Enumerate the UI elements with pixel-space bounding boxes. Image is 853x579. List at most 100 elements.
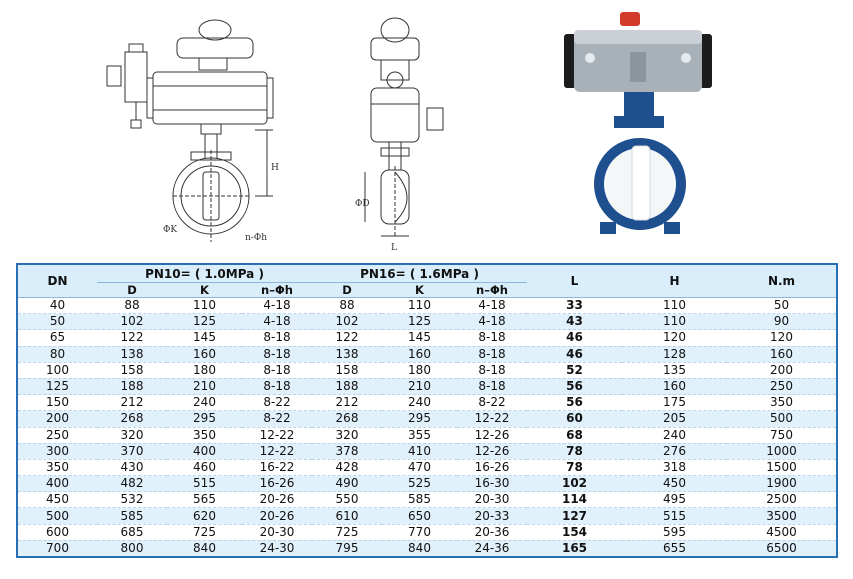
limit-switch-box-icon <box>176 19 254 71</box>
cell-pn16-nh: 4-18 <box>457 313 527 331</box>
cell-h: 110 <box>622 297 727 315</box>
cell-pn16-k: 470 <box>382 459 457 477</box>
cell-pn16-k: 240 <box>382 394 457 412</box>
cell-h: 160 <box>622 378 727 396</box>
label-n-phi-h: n-Φh <box>245 233 267 243</box>
cell-pn10-d: 188 <box>97 378 167 396</box>
cell-pn16-k: 180 <box>382 362 457 379</box>
valve-neck-icon <box>190 123 232 161</box>
cell-pn10-k: 145 <box>167 329 242 347</box>
cell-dn: 40 <box>17 297 97 315</box>
cell-dn: 80 <box>17 346 97 363</box>
cell-l: 33 <box>527 297 622 315</box>
label-l: L <box>391 243 397 253</box>
cell-dn: 50 <box>17 313 97 331</box>
cell-l: 60 <box>527 410 622 428</box>
cell-pn16-nh: 8-18 <box>457 378 527 396</box>
cell-pn10-nh: 8-18 <box>242 378 312 396</box>
cell-h: 205 <box>622 410 727 428</box>
cell-dn: 500 <box>17 507 97 525</box>
subheader-pn16-d: D <box>312 282 382 298</box>
cell-pn16-k: 160 <box>382 346 457 363</box>
cell-pn10-d: 88 <box>97 297 167 315</box>
cell-pn16-nh: 12-26 <box>457 427 527 444</box>
cell-pn10-nh: 8-22 <box>242 410 312 428</box>
cell-pn10-nh: 20-26 <box>242 507 312 525</box>
valve-product-photo <box>560 12 720 242</box>
cell-pn16-d: 158 <box>312 362 382 379</box>
cell-pn16-k: 295 <box>382 410 457 428</box>
header-h: H <box>622 264 727 298</box>
cell-nm: 4500 <box>727 524 837 541</box>
cell-pn10-d: 122 <box>97 329 167 347</box>
subheader-pn10-k: K <box>167 282 242 298</box>
cell-nm: 1900 <box>727 475 837 493</box>
filter-regulator-icon <box>106 43 148 129</box>
cell-h: 110 <box>622 313 727 331</box>
cell-pn10-nh: 4-18 <box>242 313 312 331</box>
cell-l: 78 <box>527 443 622 460</box>
cell-pn16-nh: 8-18 <box>457 329 527 347</box>
cell-pn10-nh: 20-30 <box>242 524 312 541</box>
cell-pn10-nh: 12-22 <box>242 443 312 460</box>
cell-pn10-d: 158 <box>97 362 167 379</box>
subheader-pn10-nh: n–Φh <box>242 282 312 298</box>
cell-l: 114 <box>527 491 622 509</box>
header-pn10: PN10= ( 1.0MPa ) <box>97 264 312 283</box>
cell-h: 655 <box>622 540 727 558</box>
header-dn: DN <box>17 264 97 298</box>
cell-nm: 750 <box>727 427 837 444</box>
cell-pn16-nh: 8-18 <box>457 346 527 363</box>
cell-pn10-k: 460 <box>167 459 242 477</box>
cell-h: 240 <box>622 427 727 444</box>
cell-nm: 200 <box>727 362 837 379</box>
cell-l: 165 <box>527 540 622 558</box>
cell-dn: 125 <box>17 378 97 396</box>
cell-pn16-k: 650 <box>382 507 457 525</box>
cell-dn: 450 <box>17 491 97 509</box>
cell-pn16-d: 268 <box>312 410 382 428</box>
cell-pn10-d: 532 <box>97 491 167 509</box>
subheader-pn10-d: D <box>97 282 167 298</box>
cell-pn10-d: 268 <box>97 410 167 428</box>
cell-l: 78 <box>527 459 622 477</box>
cell-h: 128 <box>622 346 727 363</box>
cell-pn10-d: 212 <box>97 394 167 412</box>
cell-h: 120 <box>622 329 727 347</box>
cell-pn16-nh: 24-36 <box>457 540 527 558</box>
cell-pn10-nh: 16-26 <box>242 475 312 493</box>
cell-nm: 2500 <box>727 491 837 509</box>
cell-pn10-k: 840 <box>167 540 242 558</box>
front-view-drawing: H ΦK n-Φh <box>95 0 295 250</box>
cell-nm: 1000 <box>727 443 837 460</box>
cell-pn10-nh: 20-26 <box>242 491 312 509</box>
subheader-pn16-nh: n–Φh <box>457 282 527 298</box>
cell-pn16-d: 102 <box>312 313 382 331</box>
cell-pn16-nh: 8-18 <box>457 362 527 379</box>
cell-l: 127 <box>527 507 622 525</box>
cell-pn16-k: 410 <box>382 443 457 460</box>
cell-l: 102 <box>527 475 622 493</box>
label-phi-d: ΦD <box>355 199 370 209</box>
cell-pn10-k: 110 <box>167 297 242 315</box>
cell-pn10-k: 620 <box>167 507 242 525</box>
cell-pn10-d: 585 <box>97 507 167 525</box>
cell-pn16-d: 725 <box>312 524 382 541</box>
cell-h: 318 <box>622 459 727 477</box>
cell-dn: 400 <box>17 475 97 493</box>
cell-pn16-d: 320 <box>312 427 382 444</box>
cell-pn16-nh: 20-36 <box>457 524 527 541</box>
cell-nm: 1500 <box>727 459 837 477</box>
cell-pn10-d: 430 <box>97 459 167 477</box>
